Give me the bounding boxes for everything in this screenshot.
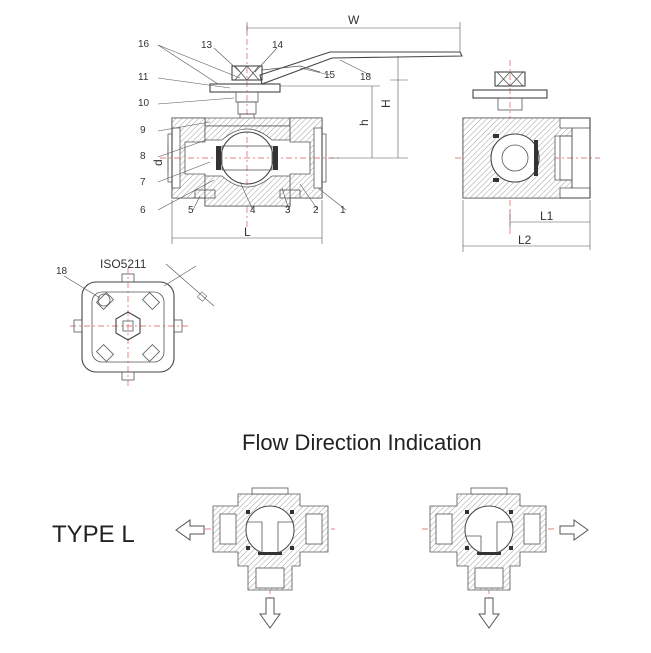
flow-title: Flow Direction Indication: [242, 430, 482, 455]
flow-diagram-right: [422, 487, 589, 629]
flow-diagram-left: [175, 487, 335, 629]
dim-d-label: d: [151, 159, 165, 166]
part-number-6: 6: [140, 205, 146, 216]
part-number-11: 11: [138, 72, 149, 83]
part-number-13: 13: [201, 40, 213, 51]
part-number-15: 15: [324, 70, 336, 81]
dim-w-label: W: [348, 13, 360, 27]
part-number-8: 8: [140, 151, 146, 162]
flow-arrow-right-out: [559, 519, 589, 541]
dim-h-upper-label: H: [379, 99, 393, 108]
part-number-18: 18: [56, 266, 68, 277]
dim-square-label: □: [194, 289, 209, 304]
seat-left: [216, 146, 221, 170]
dim-h-lower-label: h: [357, 119, 371, 126]
top-view-iso-pad: 18 ISO5211 □: [56, 257, 215, 386]
flow-arrow-left-out: [175, 519, 205, 541]
type-label: TYPE L: [52, 521, 135, 548]
part-number-10: 10: [138, 98, 150, 109]
part-number-14: 14: [272, 40, 284, 51]
part-number-4: 4: [250, 205, 256, 216]
side-view-section: L1 L2: [455, 60, 600, 252]
seat-right: [273, 146, 278, 170]
stop-plate: [209, 83, 281, 93]
part-number-1: 1: [340, 205, 346, 216]
part-number-7: 7: [140, 177, 146, 188]
part-number-3: 3: [285, 205, 291, 216]
iso-label: ISO5211: [100, 257, 147, 271]
dim-l-label: L: [244, 225, 251, 239]
flow-arrow-down-out: [259, 597, 281, 629]
part-number-16: 18: [360, 72, 372, 83]
front-view-section: 16 13 14 11 10 9 8 7 6 5 4 3 2 1 15 18 W…: [138, 13, 463, 244]
part-number-2: 2: [313, 205, 319, 216]
part-number-9: 9: [140, 125, 146, 136]
flow-arrow-down-out-right: [478, 597, 500, 629]
dim-l2-label: L2: [518, 233, 532, 247]
part-number-5: 5: [188, 205, 194, 216]
dim-l1-label: L1: [540, 209, 554, 223]
part-number-12: 16: [138, 39, 150, 50]
